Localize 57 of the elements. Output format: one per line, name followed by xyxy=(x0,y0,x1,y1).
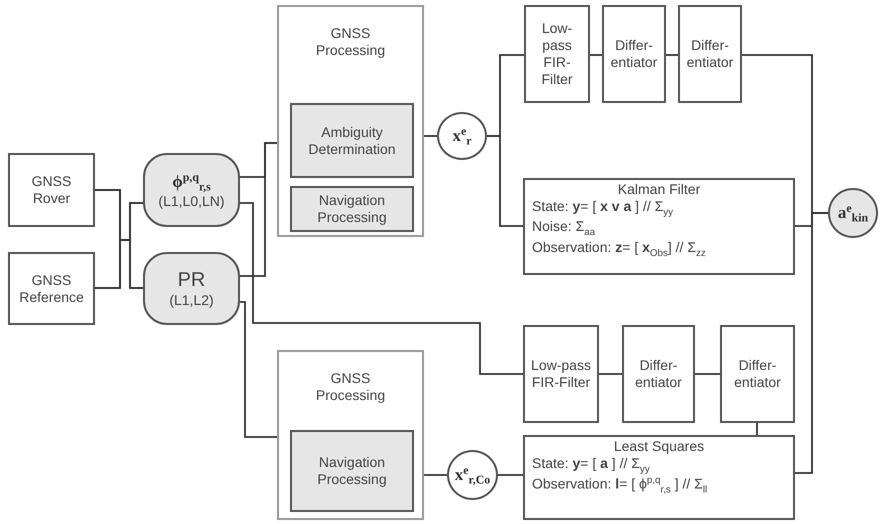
connector-line xyxy=(240,202,523,375)
connector-line xyxy=(487,135,523,227)
block-box xyxy=(602,5,666,103)
connector-line xyxy=(666,54,678,56)
box-label: GNSS Reference xyxy=(18,272,85,306)
filter-box xyxy=(523,178,795,275)
box-label: Differ-entiator xyxy=(733,357,782,391)
block-box xyxy=(622,325,695,423)
box-label: Differ-entiator xyxy=(686,37,734,71)
box-label: State: y= [ x v a ] // Σ$_{yy}$ xyxy=(531,198,674,218)
box-label: Ambiguity Determination xyxy=(307,124,397,158)
connector-line xyxy=(240,142,277,277)
box-label: Navigation Processing xyxy=(316,454,388,488)
box-label: PR xyxy=(176,268,206,292)
box-title: Kalman Filter xyxy=(616,181,702,198)
box-label: GNSS Processing xyxy=(314,370,386,404)
filter-box xyxy=(523,435,795,520)
state-circle xyxy=(447,450,498,500)
connector-line xyxy=(498,474,523,476)
block-box xyxy=(523,325,599,423)
box-label: State: y= [ a ] // Σ$_{yy}$ xyxy=(531,454,651,476)
connector-line xyxy=(424,474,447,476)
signal-box xyxy=(143,252,240,325)
connector-line xyxy=(240,301,277,438)
box-label: (L1,L2) xyxy=(168,292,215,309)
box-label: Navigation Processing xyxy=(316,192,388,226)
box-label: GNSS Rover xyxy=(30,173,72,207)
signal-box xyxy=(143,153,240,227)
process-box xyxy=(290,103,414,178)
box-label: Observation: z= [ x$_{Obs}$] // Σ$_{zz}$ xyxy=(531,238,707,260)
state-circle xyxy=(437,112,487,160)
processing-group xyxy=(277,350,424,520)
box-label: Differ-entiator xyxy=(634,357,683,391)
connector-line xyxy=(590,54,602,56)
connector-line xyxy=(599,373,622,375)
box-label: (L1,L0,LN) xyxy=(157,193,226,210)
processing-group xyxy=(277,5,424,237)
block-box xyxy=(8,153,95,227)
connector-line xyxy=(756,423,758,435)
box-title: Least Squares xyxy=(612,438,706,455)
box-label: Low-pass FIR-Filter xyxy=(540,20,574,88)
block-box xyxy=(524,5,590,103)
connector-line xyxy=(95,239,143,289)
state-circle xyxy=(828,188,878,238)
box-label: GNSS Processing xyxy=(314,25,386,59)
block-box xyxy=(720,325,795,423)
box-label: Low-pass FIR-Filter xyxy=(530,357,592,391)
box-label: Observation: l= [ ϕ$^{p,q}$$_{r,s}$ ] // Σ$_{ll}$ xyxy=(531,475,708,497)
box-label: Noise: Σ$_{aa}$ xyxy=(531,218,596,239)
block-box xyxy=(8,252,95,325)
process-box xyxy=(290,430,414,512)
block-box xyxy=(678,5,742,103)
process-box xyxy=(290,186,414,232)
connector-line xyxy=(424,135,437,137)
connector-line xyxy=(695,373,720,375)
connector-line xyxy=(795,212,828,474)
box-label: Differ-entiator xyxy=(610,37,658,71)
